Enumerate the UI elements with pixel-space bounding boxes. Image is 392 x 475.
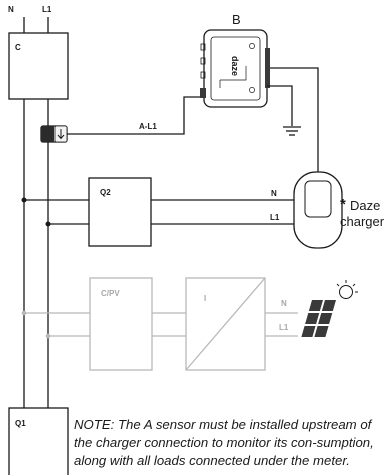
cpv-box	[89, 277, 153, 371]
pv-wires	[24, 312, 298, 337]
sun-icon	[336, 280, 358, 299]
clamp-sensor-a	[40, 125, 68, 143]
q2-l1-label: L1	[270, 213, 280, 222]
n-top-label: N	[8, 5, 14, 14]
breaker-q1-label: Q1	[15, 419, 26, 428]
charger-label-line1: Daze	[350, 198, 380, 213]
sensor-b-device: daze	[200, 29, 270, 108]
q2-wires	[24, 199, 296, 225]
sensor-b-label: B	[232, 12, 241, 27]
junction-dot-pv-n	[21, 310, 27, 316]
breaker-q1	[8, 407, 69, 475]
breaker-q2	[88, 177, 152, 247]
breaker-c	[8, 32, 69, 100]
junction-dot-n	[21, 197, 27, 203]
cpv-label: C/PV	[101, 289, 120, 298]
junction-dot-pv-l1	[45, 333, 51, 339]
daze-charger-device	[293, 171, 343, 249]
breaker-c-label: C	[15, 43, 21, 52]
q2-n-label: N	[271, 189, 277, 198]
breaker-q2-label: Q2	[100, 188, 111, 197]
inverter-label: I	[204, 294, 206, 303]
installation-note: NOTE: The A sensor must be installed ups…	[74, 417, 374, 468]
l1-top-label: L1	[42, 5, 52, 14]
sensor-charger-wire	[270, 67, 319, 173]
pv-n-label: N	[281, 299, 287, 308]
solar-panel-icon	[301, 300, 336, 337]
pv-l1-label: L1	[279, 323, 289, 332]
junction-dot-l1	[45, 221, 51, 227]
charger-asterisk: *	[340, 196, 346, 213]
charger-label-line2: charger	[340, 214, 385, 229]
sensor-brand-logo: daze	[230, 56, 240, 76]
ground-wire	[267, 85, 293, 126]
a-l1-wire	[67, 96, 204, 135]
ground-icon	[283, 126, 301, 136]
inverter-diagonal	[185, 277, 266, 371]
arrow-down-icon	[57, 129, 65, 140]
a-l1-label: A-L1	[139, 122, 157, 131]
